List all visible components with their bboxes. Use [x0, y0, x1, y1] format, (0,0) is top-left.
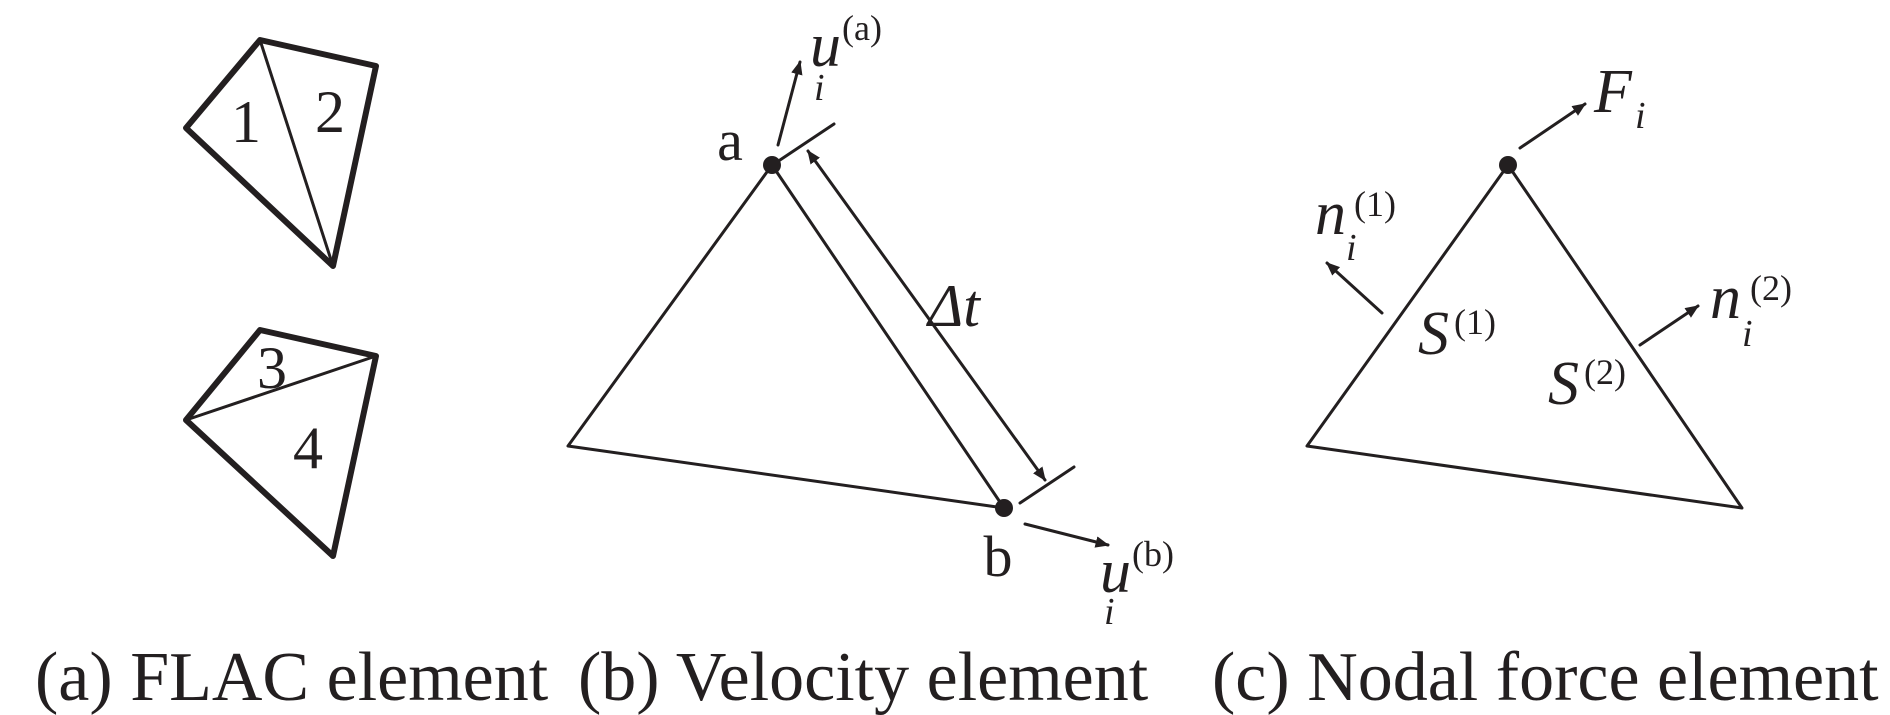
- force-triangle: [1305, 163, 1744, 510]
- zone-label-1: 1: [231, 89, 261, 155]
- zone-label-3: 3: [257, 335, 287, 401]
- velocity-b-arrow: [1023, 522, 1110, 548]
- normal-1-label: n i (1): [1315, 180, 1396, 269]
- normal-2-label: n i (2): [1710, 264, 1792, 355]
- caption-b: (b) Velocity element: [578, 639, 1149, 715]
- quad-lower-diagonal: [184, 354, 378, 422]
- normal-2-arrow: [1638, 304, 1700, 347]
- node-b-label: b: [984, 524, 1013, 589]
- panel-c-nodal-force-element: F i n i (1) n i (2) S (1) S (2) (c) Noda…: [1212, 58, 1879, 715]
- quad-upper-diagonal: [258, 38, 335, 268]
- caption-a: (a) FLAC element: [35, 639, 549, 715]
- dt-tick-bottom: [1018, 465, 1076, 505]
- panel-b-velocity-element: a b u i (a) u i (b) Δt (b) Velocity elem…: [566, 8, 1174, 715]
- force-arrow: [1518, 102, 1587, 150]
- node-a-dot: [763, 156, 781, 174]
- quad-upper-outline: [183, 37, 379, 269]
- velocity-b-label: u i (b): [1100, 534, 1174, 633]
- zone-label-2: 2: [315, 79, 345, 145]
- dt-label: Δt: [926, 273, 981, 339]
- panel-a-flac-element: 1 2 3 4 (a) FLAC element: [35, 37, 549, 715]
- side-1-label: S (1): [1418, 300, 1496, 368]
- force-label: F i: [1593, 58, 1646, 137]
- force-node-dot: [1499, 156, 1517, 174]
- node-a-label: a: [717, 108, 743, 173]
- dt-dimension-arrow: [806, 149, 1047, 482]
- dt-tick-top: [778, 122, 836, 162]
- side-2-label: S (2): [1548, 350, 1626, 418]
- velocity-a-label: u i (a): [810, 8, 882, 109]
- velocity-a-arrow: [776, 60, 803, 147]
- normal-1-arrow: [1325, 261, 1384, 315]
- node-b-dot: [995, 499, 1013, 517]
- caption-c: (c) Nodal force element: [1212, 639, 1879, 715]
- zone-label-4: 4: [293, 415, 323, 481]
